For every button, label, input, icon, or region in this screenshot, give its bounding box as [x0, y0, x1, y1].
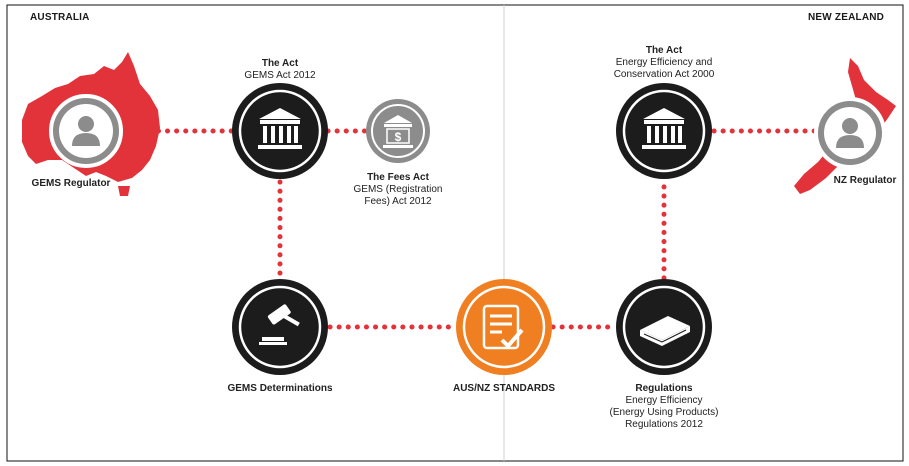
- frame-border: [6, 4, 904, 462]
- au-act-label: The Act GEMS Act 2012: [210, 58, 350, 82]
- au-act-title: The Act: [261, 58, 299, 69]
- person-icon: [72, 116, 100, 146]
- checklist-icon: [482, 304, 524, 350]
- nz-act-label: The Act Energy Efficiency and Conservati…: [589, 45, 739, 81]
- nz-regulator-title: NZ Regulator: [833, 175, 897, 186]
- nz-regulator-node: [814, 97, 886, 169]
- region-label-new-zealand: NEW ZEALAND: [808, 12, 885, 23]
- tasmania-map: [118, 186, 130, 196]
- au-act-subtitle: GEMS Act 2012: [244, 70, 316, 81]
- nz-act-node: [616, 83, 712, 179]
- gems-regulator-title: GEMS Regulator: [31, 178, 111, 189]
- book-icon: [640, 316, 690, 346]
- fees-act-subtitle-line-2: Fees) Act 2012: [364, 196, 432, 207]
- gavel-icon: [259, 304, 300, 345]
- gems-determinations-node: [232, 279, 328, 375]
- gems-regulator-node: [49, 94, 123, 168]
- gems-regulator-label: GEMS Regulator: [6, 178, 136, 190]
- nz-act-title: The Act: [645, 45, 683, 56]
- regulations-subtitle-line-1: Energy Efficiency: [625, 395, 703, 406]
- nz-regulator-label: NZ Regulator: [820, 175, 909, 187]
- standards-label: AUS/NZ STANDARDS: [434, 383, 574, 395]
- fees-act-title: The Fees Act: [367, 172, 429, 183]
- regulations-node: [616, 279, 712, 375]
- nz-act-subtitle-line-1: Energy Efficiency and: [615, 57, 713, 68]
- region-label-australia: AUSTRALIA: [30, 12, 90, 23]
- building-icon: [642, 108, 686, 149]
- building-icon: [258, 108, 302, 149]
- svg-text:$: $: [395, 130, 402, 144]
- standards-title: AUS/NZ STANDARDS: [452, 383, 556, 394]
- connectors: [119, 128, 821, 330]
- nz-act-subtitle-line-2: Conservation Act 2000: [613, 69, 715, 80]
- person-icon: [836, 118, 864, 148]
- gems-determinations-title: GEMS Determinations: [227, 383, 333, 394]
- regulations-subtitle-line-2: (Energy Using Products): [609, 407, 719, 418]
- fees-act-node: $: [366, 99, 430, 163]
- standards-node: [456, 279, 552, 375]
- au-act-node: [232, 83, 328, 179]
- fee-building-icon: $: [383, 115, 413, 148]
- regulations-subtitle-line-3: Regulations 2012: [625, 419, 703, 430]
- regulations-label: Regulations Energy Efficiency (Energy Us…: [584, 383, 744, 431]
- fees-act-subtitle-line-1: GEMS (Registration: [353, 184, 443, 195]
- regulations-title: Regulations: [635, 383, 693, 394]
- fees-act-label: The Fees Act GEMS (Registration Fees) Ac…: [338, 172, 458, 208]
- gems-determinations-label: GEMS Determinations: [200, 383, 360, 395]
